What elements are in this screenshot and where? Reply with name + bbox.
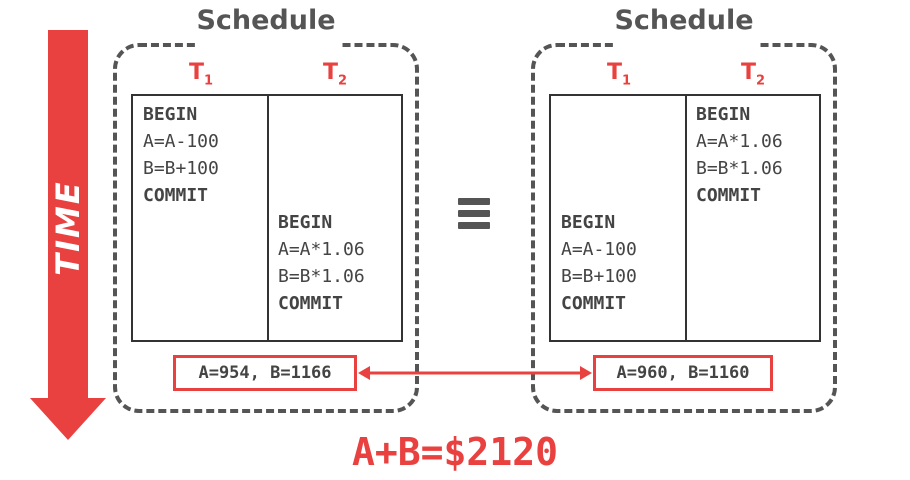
op-begin: BEGIN <box>696 104 751 125</box>
op-begin: BEGIN <box>561 212 616 233</box>
op-statement: B=B+100 <box>561 266 637 287</box>
schedule-right-t1-header: T1 <box>606 60 632 89</box>
op-statement: B=B*1.06 <box>696 158 783 179</box>
op-commit: COMMIT <box>278 293 344 314</box>
op-statement: B=B*1.06 <box>278 266 365 287</box>
sum-label: A+B=$2120 <box>352 430 558 474</box>
equivalence-symbol <box>458 198 490 234</box>
schedule-left-table: BEGIN A=A-100 B=B+100 COMMIT BEGIN A=A*1… <box>131 94 403 342</box>
op-begin: BEGIN <box>278 212 333 233</box>
schedule-right-result: A=960, B=1160 <box>593 355 773 391</box>
op-begin: BEGIN <box>143 104 198 125</box>
schedule-left-t1-header: T1 <box>188 60 214 89</box>
schedule-left-t2-ops: BEGIN A=A*1.06 B=B*1.06 COMMIT <box>278 209 365 317</box>
op-statement: A=A*1.06 <box>696 131 783 152</box>
schedule-right-t1-ops: BEGIN A=A-100 B=B+100 COMMIT <box>561 209 637 317</box>
schedule-left-title: Schedule <box>196 5 336 36</box>
schedule-left-result: A=954, B=1166 <box>173 355 357 391</box>
schedule-right-t2-ops: BEGIN A=A*1.06 B=B*1.06 COMMIT <box>696 101 783 209</box>
schedule-right-table: BEGIN A=A-100 B=B+100 COMMIT BEGIN A=A*1… <box>549 94 821 342</box>
schedule-left-t2-header: T2 <box>322 60 348 89</box>
schedule-left-t1-ops: BEGIN A=A-100 B=B+100 COMMIT <box>143 101 219 209</box>
op-commit: COMMIT <box>696 185 762 206</box>
op-statement: A=A-100 <box>143 131 219 152</box>
schedule-right-title: Schedule <box>614 5 754 36</box>
op-statement: A=A-100 <box>561 239 637 260</box>
op-statement: B=B+100 <box>143 158 219 179</box>
op-commit: COMMIT <box>143 185 209 206</box>
schedule-right-t2-header: T2 <box>740 60 766 89</box>
op-statement: A=A*1.06 <box>278 239 365 260</box>
op-commit: COMMIT <box>561 293 627 314</box>
